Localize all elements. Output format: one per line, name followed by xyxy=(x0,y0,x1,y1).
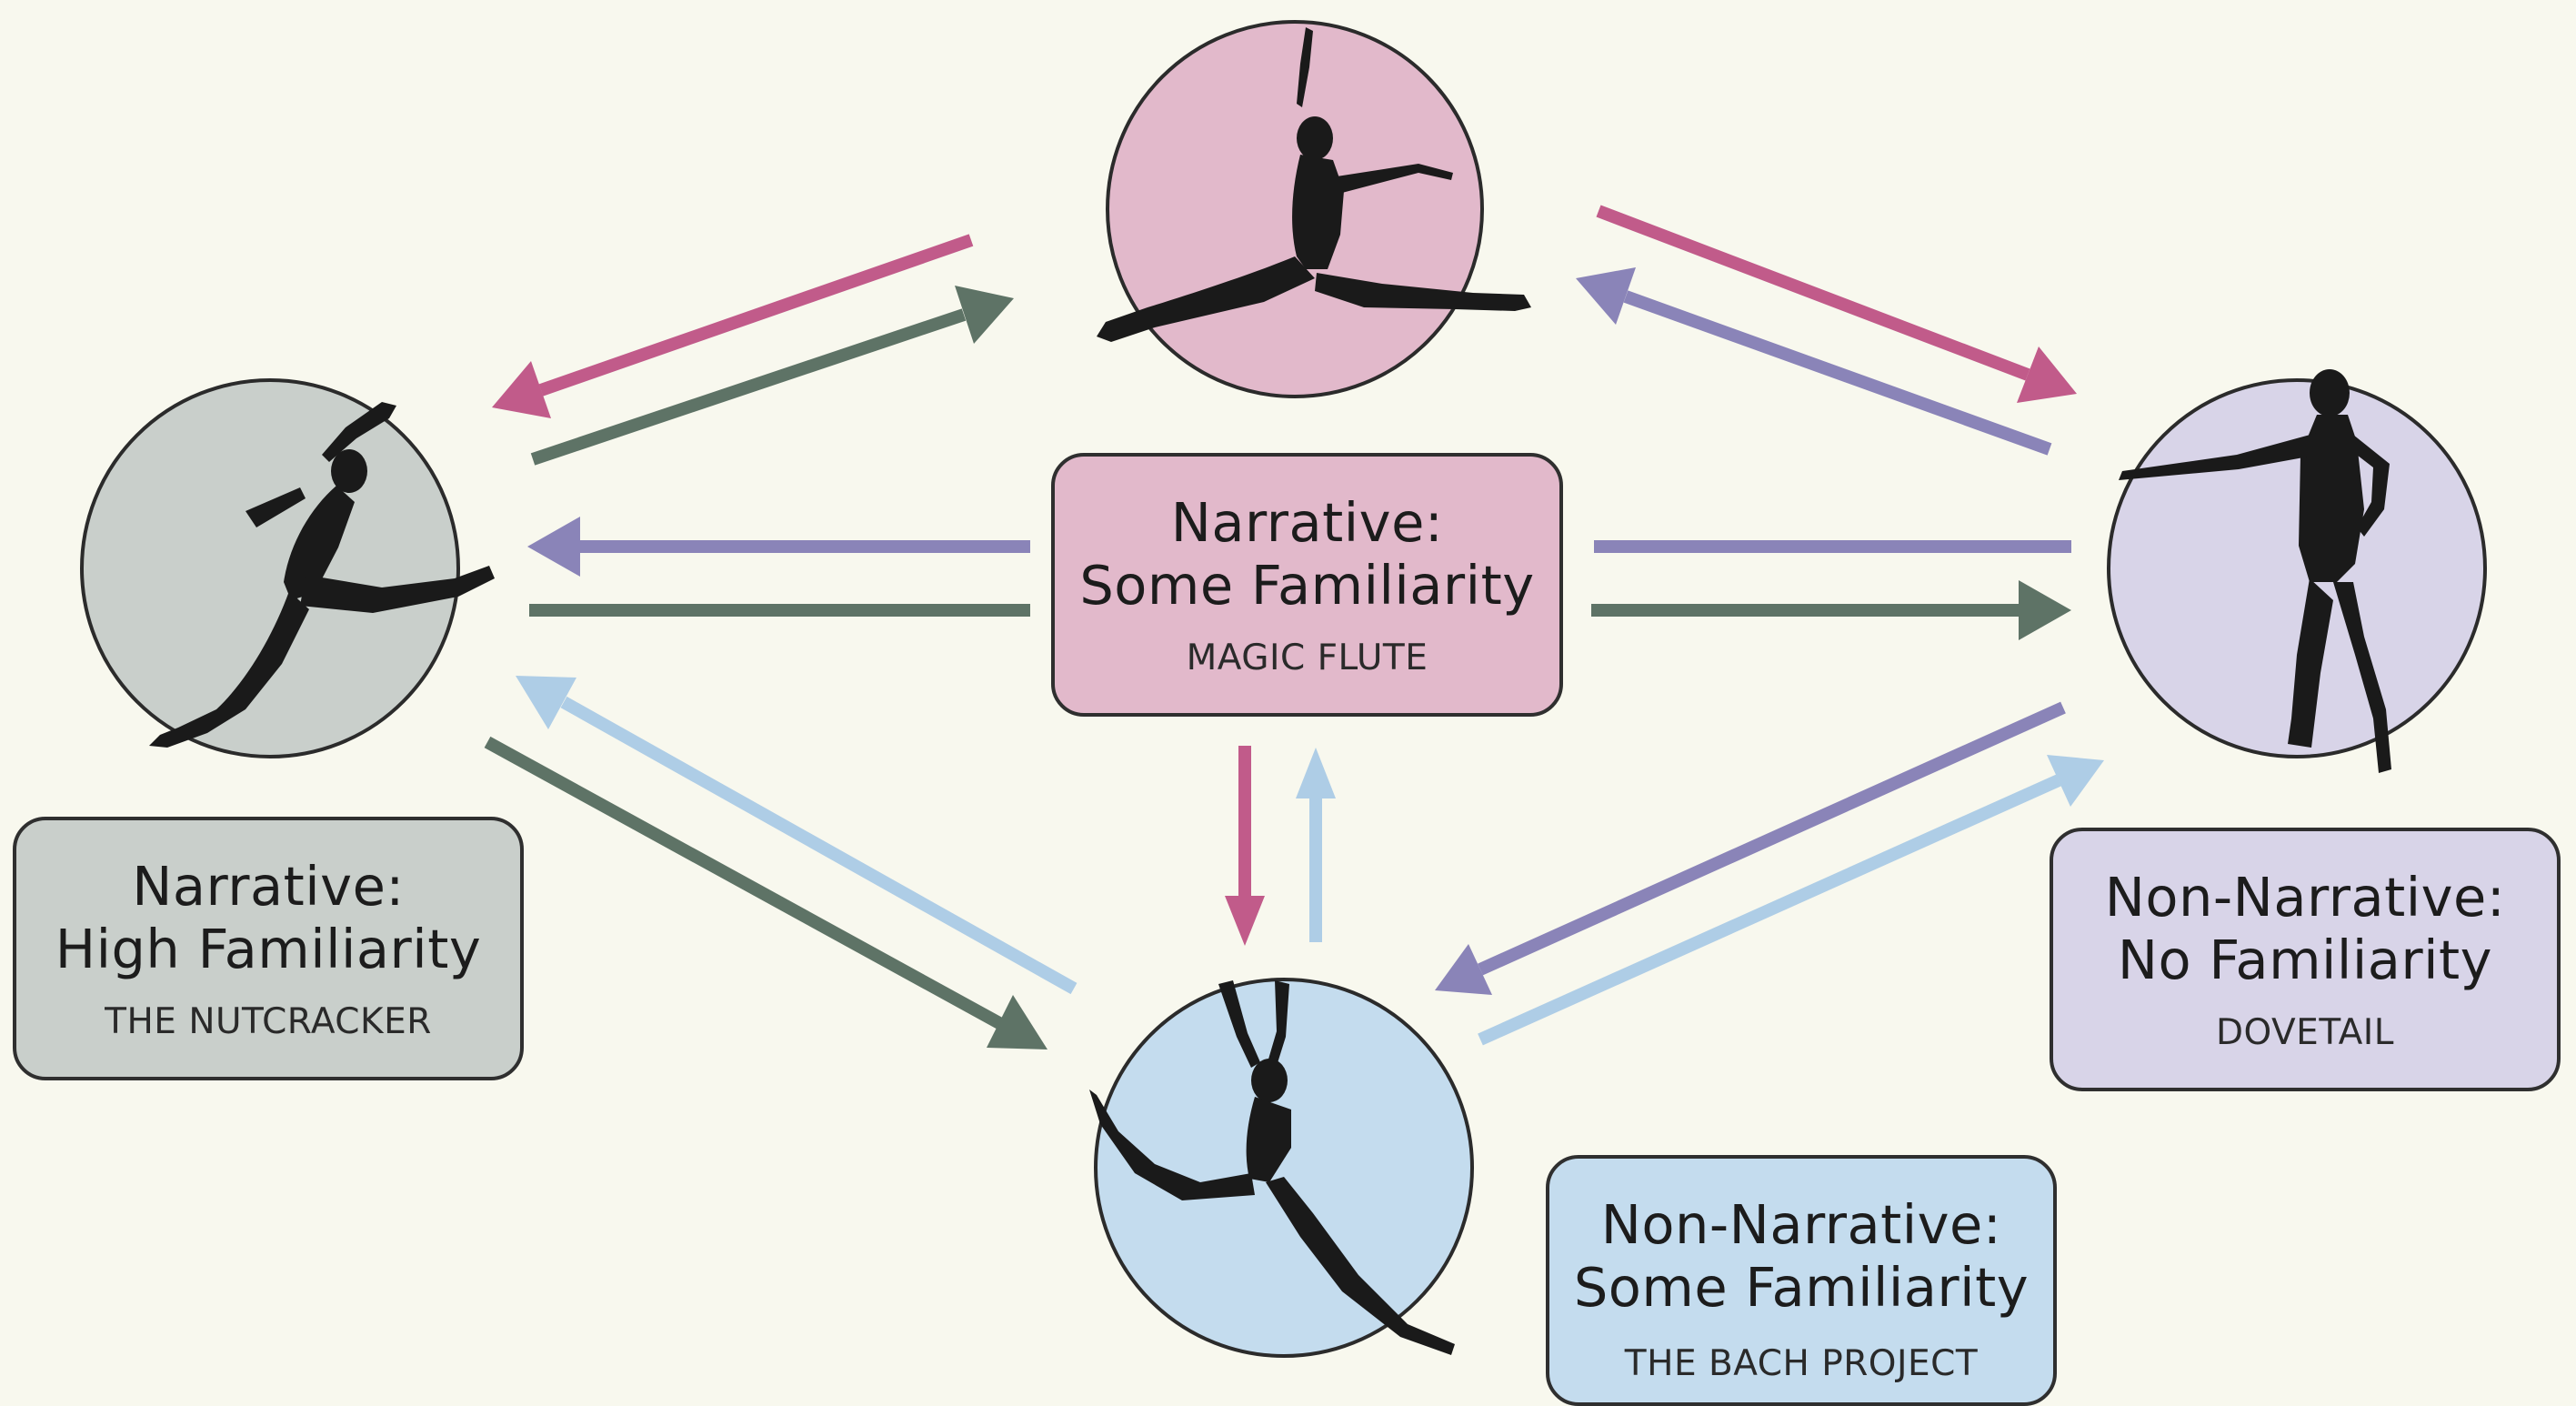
label-title-line2: Some Familiarity xyxy=(1573,1256,2030,1319)
label-box-bach-project: Non-Narrative: Some Familiarity THE BACH… xyxy=(1546,1155,2057,1406)
arrow-bach-project-to-nutcracker xyxy=(516,676,1078,995)
dancer-grand-jete-silhouette xyxy=(1097,27,1531,342)
arrow-nutcracker-to-magic-flute xyxy=(530,286,1014,466)
label-work-title: THE NUTCRACKER xyxy=(105,1001,432,1042)
arrow-nutcracker-to-dovetail xyxy=(529,580,2071,640)
label-title-line2: High Familiarity xyxy=(55,918,482,980)
dancer-stag-leap-silhouette xyxy=(1089,980,1455,1355)
label-title-line1: Narrative: xyxy=(1170,491,1444,554)
label-title: Narrative: Some Familiarity xyxy=(1055,491,1559,617)
label-title: Non-Narrative: Some Familiarity xyxy=(1549,1193,2053,1319)
label-title-line1: Narrative: xyxy=(132,855,405,918)
label-box-nutcracker: Narrative: High Familiarity THE NUTCRACK… xyxy=(13,817,524,1080)
arrow-magic-flute-to-nutcracker xyxy=(492,234,974,418)
label-title-line2: Some Familiarity xyxy=(1079,554,1535,617)
label-title-line2: No Familiarity xyxy=(2117,929,2493,991)
label-work-title: DOVETAIL xyxy=(2215,1012,2395,1053)
arrow-bach-project-to-magic-flute xyxy=(1296,748,1336,942)
label-title-line1: Non-Narrative: xyxy=(2104,866,2506,929)
arrow-bach-project-to-dovetail xyxy=(1478,755,2104,1046)
label-box-dovetail: Non-Narrative: No Familiarity DOVETAIL xyxy=(2050,828,2561,1091)
arrow-nutcracker-to-bach-project xyxy=(484,736,1047,1049)
label-title: Non-Narrative: No Familiarity xyxy=(2053,866,2557,991)
label-box-magic-flute: Narrative: Some Familiarity MAGIC FLUTE xyxy=(1051,453,1563,717)
label-title-line1: Non-Narrative: xyxy=(1600,1193,2002,1256)
node-bach-project xyxy=(1089,978,1474,1358)
dancer-standing-silhouette xyxy=(2119,369,2391,773)
node-nutcracker xyxy=(80,378,495,758)
label-work-title: MAGIC FLUTE xyxy=(1186,638,1428,678)
arrow-dovetail-to-nutcracker xyxy=(527,517,2071,577)
node-magic-flute xyxy=(1097,20,1531,398)
arrow-magic-flute-to-bach-project xyxy=(1225,746,1265,946)
node-dovetail xyxy=(2107,369,2487,773)
label-title: Narrative: High Familiarity xyxy=(16,855,520,980)
arrow-magic-flute-to-dovetail xyxy=(1596,205,2077,403)
arrow-dovetail-to-bach-project xyxy=(1435,701,2066,995)
label-work-title: THE BACH PROJECT xyxy=(1624,1343,1979,1384)
dancer-split-leap-silhouette xyxy=(149,402,495,748)
arrow-dovetail-to-magic-flute xyxy=(1576,267,2052,456)
